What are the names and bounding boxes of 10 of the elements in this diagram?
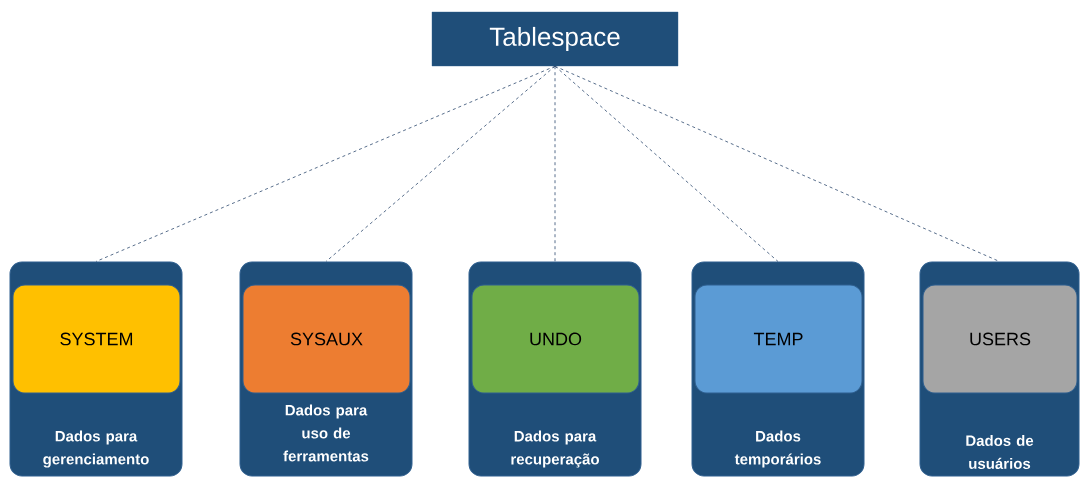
dashed-line: [325, 65, 556, 262]
tablespace-box: SYSTEM: [12, 284, 181, 394]
dashed-line: [554, 65, 556, 262]
tablespace-box: UNDO: [471, 284, 640, 394]
dashed-line: [554, 65, 1000, 262]
tablespace-box: SYSAUX: [242, 284, 411, 394]
title-box: Tablespace: [431, 11, 679, 67]
tablespace-box: TEMP: [694, 284, 863, 394]
tablespace-box: USERS: [922, 284, 1078, 394]
dashed-line: [95, 65, 556, 262]
